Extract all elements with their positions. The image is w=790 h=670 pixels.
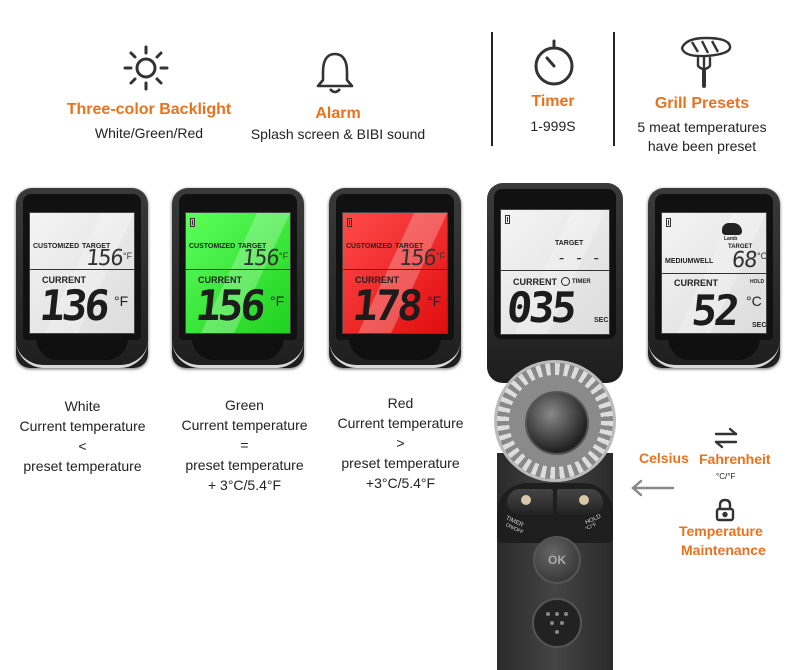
presets-sub2: have been preset	[647, 138, 757, 154]
fahrenheit-label: Fahrenheit	[699, 451, 771, 467]
thermometer-preset: Lamb TARGET MEDIUMWELL 68 °C CURRENT HOL…	[648, 188, 780, 368]
sec-label: SEC	[752, 322, 767, 329]
timer-title: Timer	[531, 93, 575, 110]
stopwatch-icon	[530, 38, 578, 88]
white-description: White Current temperature < preset tempe…	[19, 398, 146, 474]
lcd-timer: TARGET - - - CURRENT TIMER 035 SEC	[500, 209, 610, 335]
thermometer-white: CUSTOMIZED TARGET 156 °F CURRENT 136 °F	[16, 188, 148, 368]
current-label: CURRENT	[513, 277, 557, 287]
hold-led-icon	[579, 495, 589, 505]
target-label: TARGET	[238, 243, 267, 250]
lock-icon	[713, 498, 737, 522]
timer-clock-icon	[561, 277, 570, 286]
customized-label: CUSTOMIZED	[346, 243, 393, 250]
target-value: 156	[84, 246, 125, 271]
target-unit: °F	[279, 251, 289, 261]
maintenance-label-2: Maintenance	[681, 542, 766, 558]
battery-icon	[190, 218, 195, 227]
target-unit: °F	[436, 251, 446, 261]
unit-note: °C/°F	[716, 472, 736, 481]
speaker-grille	[532, 598, 582, 648]
current-value: 178	[350, 281, 423, 330]
swap-arrows-icon	[713, 427, 739, 449]
timer-sub: 1-999S	[530, 118, 576, 134]
current-value: 035	[504, 283, 577, 332]
lcd-red: CUSTOMIZED TARGET 156 °F CURRENT 178 °F	[342, 212, 448, 334]
presets-sub1: 5 meat temperatures	[637, 119, 767, 135]
battery-icon	[347, 218, 352, 227]
current-label: CURRENT	[674, 278, 718, 288]
current-label: CURRENT	[42, 275, 86, 285]
lcd-white: CUSTOMIZED TARGET 156 °F CURRENT 136 °F	[29, 212, 135, 334]
doneness-label: MEDIUMWELL	[665, 258, 714, 265]
bell-icon	[313, 50, 357, 96]
timer-led-icon	[521, 495, 531, 505]
current-value: 156	[193, 281, 266, 330]
lcd-green: CUSTOMIZED TARGET 156 °F CURRENT 156 °F	[185, 212, 291, 334]
green-description: Green Current temperature = preset tempe…	[181, 397, 308, 493]
thermometer-green: CUSTOMIZED TARGET 156 °F CURRENT 156 °F	[172, 188, 304, 368]
thermometer-red: CUSTOMIZED TARGET 156 °F CURRENT 178 °F	[329, 188, 461, 368]
thermometer-body: TARGET - - - CURRENT TIMER 035 SEC TIMER…	[487, 183, 623, 670]
battery-icon	[666, 218, 671, 227]
target-value: 156	[240, 246, 281, 271]
target-value: - - -	[556, 248, 602, 267]
timer-label: TIMER	[572, 279, 591, 285]
sec-label: SEC	[594, 317, 609, 324]
target-value: 68	[730, 248, 758, 273]
target-label: TARGET	[728, 244, 753, 250]
target-unit: °C	[757, 251, 767, 261]
sun-icon	[122, 44, 170, 92]
hold-label: HOLD	[750, 279, 765, 285]
ok-button[interactable]: OK	[533, 536, 581, 584]
target-label: TARGET	[82, 243, 111, 250]
current-value: 52	[689, 286, 740, 334]
current-unit: °F	[427, 293, 442, 309]
battery-icon	[505, 215, 510, 224]
current-value: 136	[37, 281, 110, 330]
backlight-sub: White/Green/Red	[94, 125, 204, 141]
left-arrow-icon	[629, 478, 675, 498]
alarm-sub: Splash screen & BIBI sound	[250, 126, 426, 142]
lamb-icon	[722, 223, 742, 235]
target-unit: °F	[123, 251, 133, 261]
divider-left	[491, 32, 493, 146]
customized-label: CUSTOMIZED	[189, 243, 236, 250]
target-value: 156	[397, 246, 438, 271]
backlight-title: Three-color Backlight	[66, 101, 232, 118]
current-label: CURRENT	[355, 275, 399, 285]
red-description: Red Current temperature > preset tempera…	[337, 395, 464, 491]
current-unit: °F	[114, 293, 129, 309]
lcd-preset: Lamb TARGET MEDIUMWELL 68 °C CURRENT HOL…	[661, 212, 767, 334]
meat-label: Lamb	[724, 236, 738, 242]
current-label: CURRENT	[198, 275, 242, 285]
target-label: TARGET	[555, 240, 584, 247]
celsius-label: Celsius	[639, 450, 689, 466]
alarm-title: Alarm	[315, 105, 361, 122]
presets-title: Grill Presets	[654, 95, 750, 112]
target-label: TARGET	[395, 243, 424, 250]
maintenance-label-1: Temperature	[679, 523, 763, 539]
steak-fork-icon	[676, 30, 736, 90]
current-unit: °F	[270, 293, 285, 309]
current-unit: °C	[746, 293, 762, 309]
divider-right	[613, 32, 615, 146]
dial-center[interactable]	[525, 391, 589, 455]
customized-label: CUSTOMIZED	[33, 243, 80, 250]
